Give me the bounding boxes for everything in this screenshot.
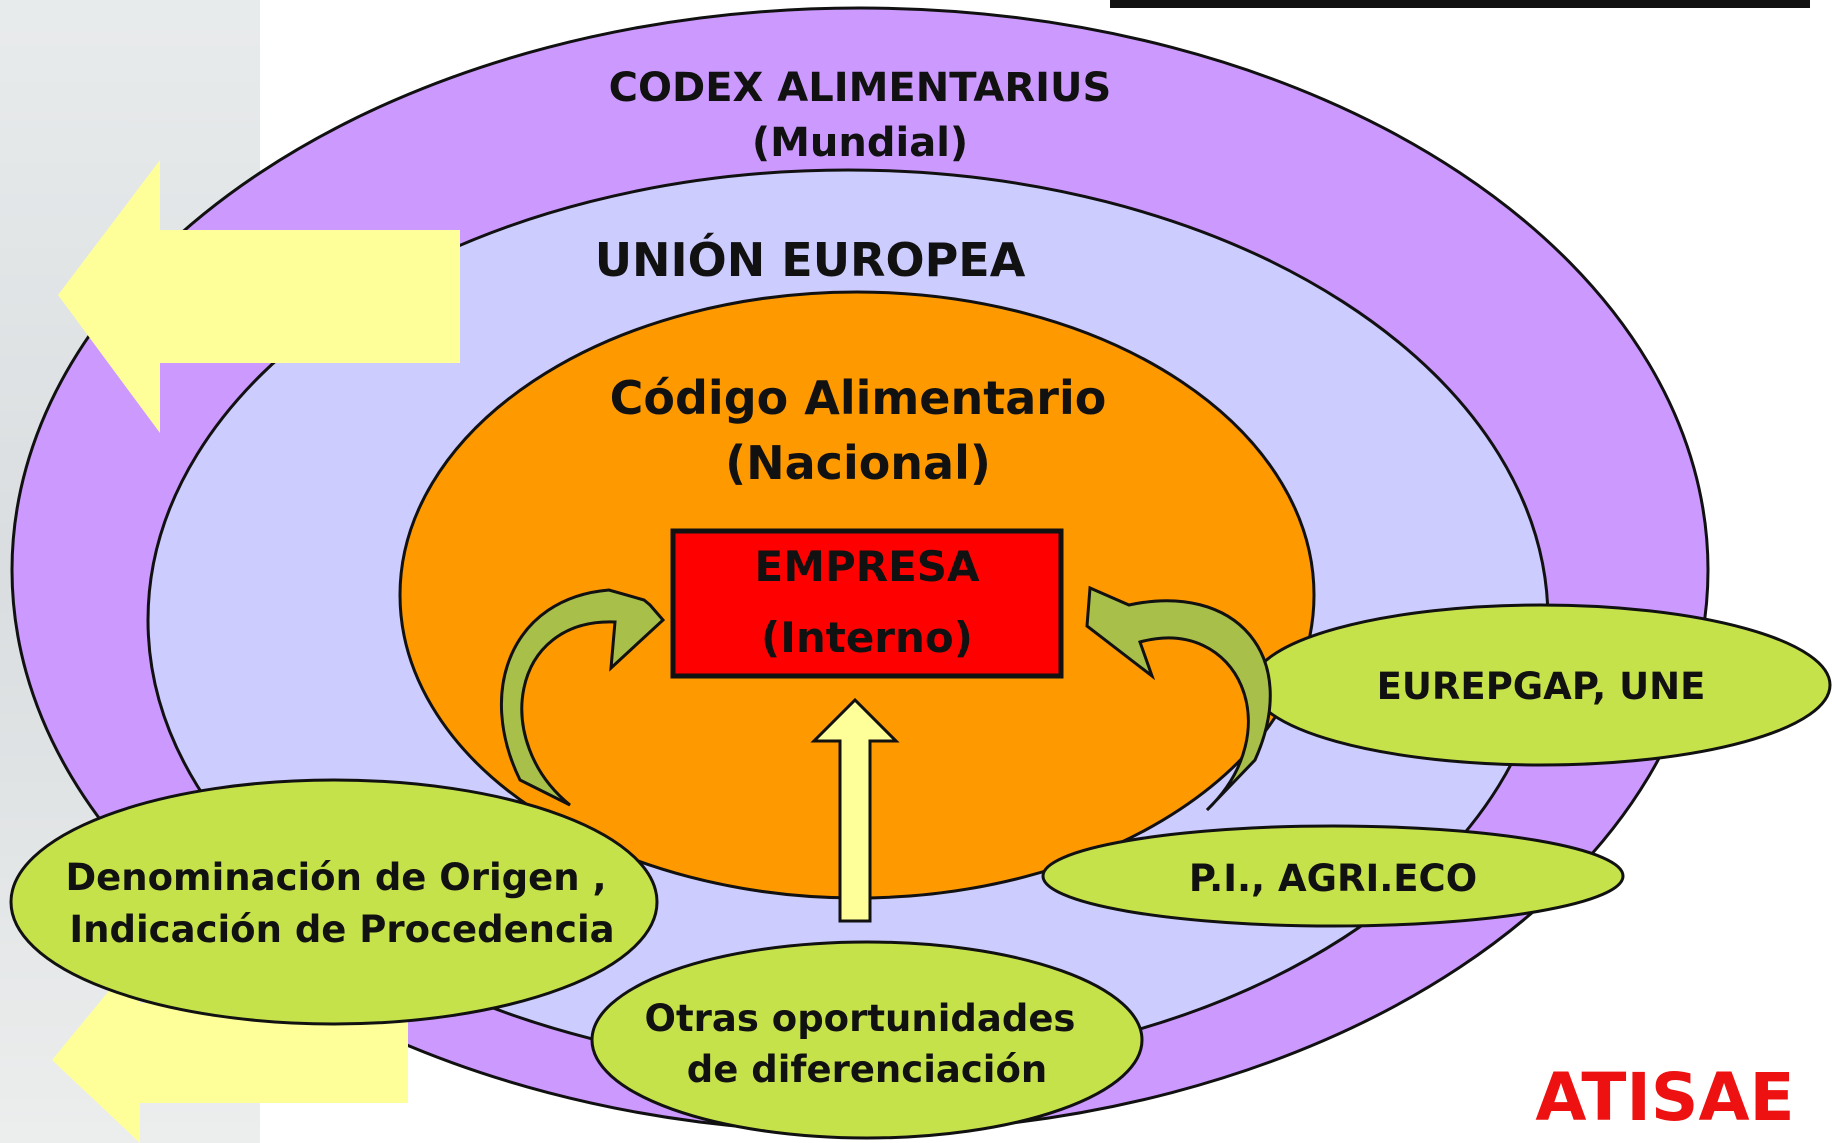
otras-bubble (590, 940, 1144, 1140)
ue-title: UNIÓN EUROPEA (595, 233, 1026, 287)
header-fragment (1110, 0, 1810, 8)
denominacion-line2: Indicación de Procedencia (69, 908, 614, 951)
codex-subtitle: (Mundial) (752, 120, 968, 166)
denominacion-bubble (9, 778, 659, 1026)
pi-label: P.I., AGRI.ECO (1189, 857, 1477, 900)
codex-title: CODEX ALIMENTARIUS (609, 65, 1112, 111)
empresa-title: EMPRESA (754, 542, 980, 591)
codigo-subtitle: (Nacional) (725, 436, 991, 490)
big-arrow-bottom (52, 953, 408, 1143)
otras-line2: de diferenciación (687, 1048, 1047, 1091)
curved-arrow-left (499, 588, 666, 807)
otras-line1: Otras oportunidades (645, 997, 1076, 1040)
empresa-box (670, 528, 1064, 679)
big-arrow-top (58, 160, 460, 433)
denominacion-line1: Denominación de Origen , (65, 856, 606, 899)
empresa-subtitle: (Interno) (761, 613, 973, 662)
arrow-up (810, 697, 900, 923)
pi-bubble (1041, 824, 1625, 928)
codigo-title: Código Alimentario (610, 371, 1107, 425)
curved-arrow-right (1085, 585, 1272, 812)
eurepgap-label: EUREPGAP, UNE (1377, 665, 1706, 708)
brand-logo: ATISAE (1535, 1059, 1794, 1136)
